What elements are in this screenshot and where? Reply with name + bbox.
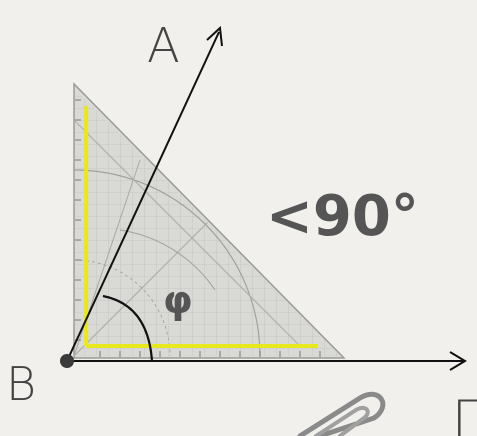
arrowhead-icon xyxy=(206,25,223,47)
arrowhead-icon xyxy=(449,351,467,371)
angle-symbol: φ xyxy=(163,278,193,322)
angle-arc xyxy=(102,294,154,362)
label-a: A xyxy=(147,18,180,74)
vertex-b-point xyxy=(60,354,74,368)
label-g: Г xyxy=(452,390,477,436)
label-b: B xyxy=(6,357,36,411)
ray-ba xyxy=(66,31,220,362)
paperclip-icon xyxy=(297,391,386,436)
angle-condition-label: <90° xyxy=(266,184,419,249)
